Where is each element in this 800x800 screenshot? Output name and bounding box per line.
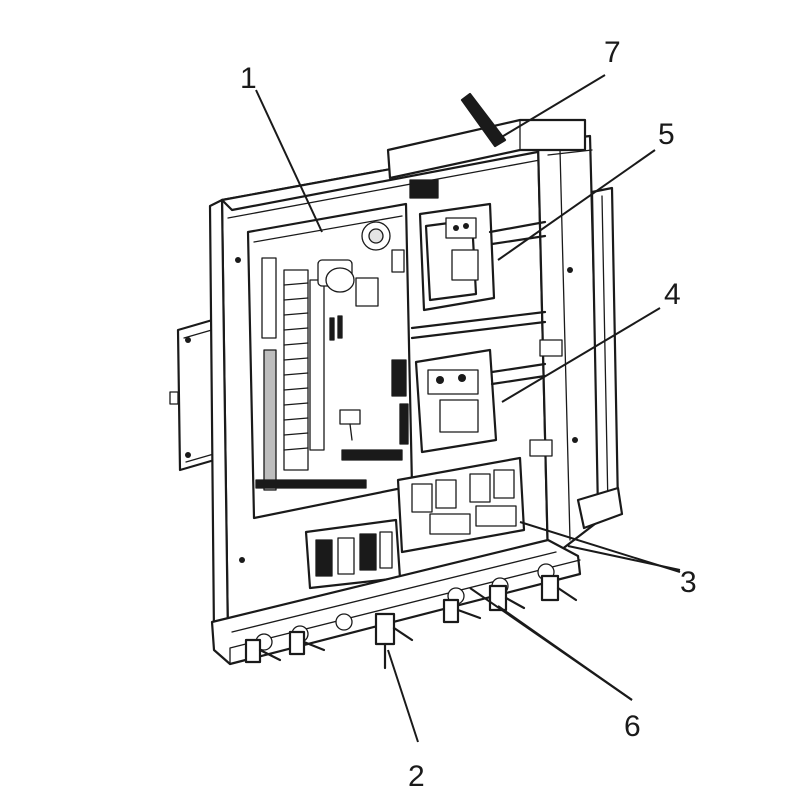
right-side-panel <box>576 186 624 530</box>
cable-glands <box>244 574 578 670</box>
terminal-strip <box>283 269 325 471</box>
callout-7: 7 <box>604 36 621 69</box>
callout-6: 6 <box>624 710 641 743</box>
callout-3: 3 <box>680 566 697 599</box>
upper-relay <box>409 179 547 340</box>
main-circuit-board <box>246 202 414 520</box>
callout-1: 1 <box>240 62 257 95</box>
callout-2: 2 <box>408 760 425 793</box>
callout-labels: 1 7 5 4 3 6 2 <box>240 36 697 793</box>
callout-4: 4 <box>664 278 681 311</box>
lower-terminal-blocks <box>304 456 526 590</box>
callout-5: 5 <box>658 118 675 151</box>
leader-lines <box>255 74 681 743</box>
contactor <box>391 339 563 457</box>
